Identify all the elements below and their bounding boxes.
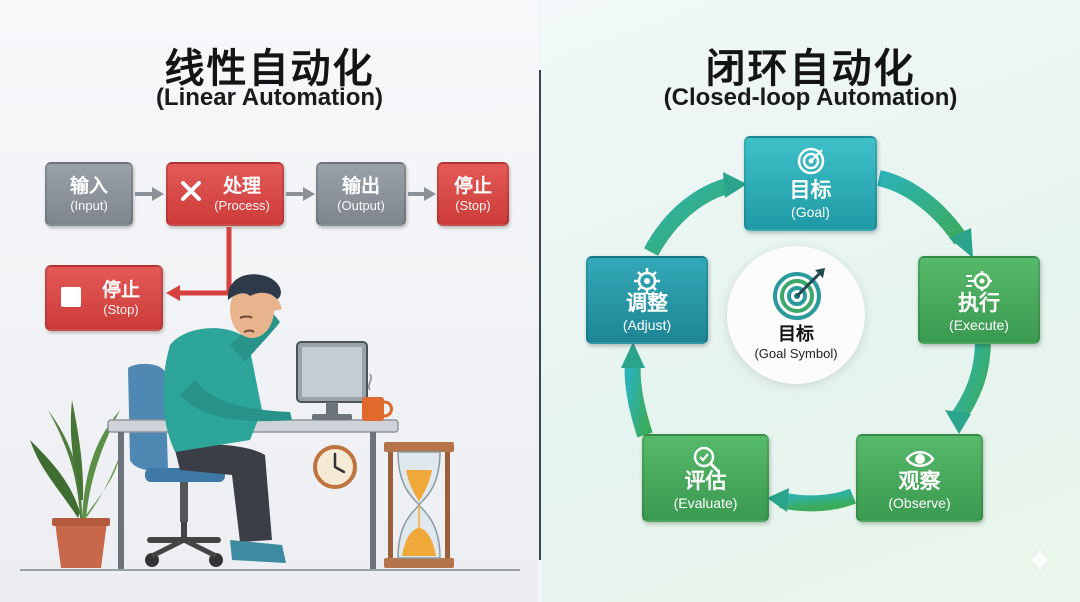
- process-label: 处理: [222, 174, 261, 197]
- frustrated-worker-illustration: [20, 274, 520, 571]
- output-sublabel: (Output): [337, 197, 385, 213]
- input-sublabel: (Input): [70, 197, 108, 213]
- stop-label: 停止: [453, 174, 492, 197]
- sparkle-icon: [1027, 547, 1053, 573]
- gears-icon: [966, 271, 992, 291]
- stop-sublabel: (Stop): [455, 197, 491, 213]
- closed-loop-title: 闭环自动化: [705, 46, 916, 92]
- hourglass-icon: [384, 442, 454, 568]
- input-box: 输入 (Input): [45, 162, 133, 226]
- output-label: 输出: [341, 174, 380, 197]
- eye-icon: [904, 451, 935, 467]
- arrow-process-output: [286, 187, 315, 201]
- linear-flow-arrows: [135, 187, 436, 301]
- output-box: 输出 (Output): [316, 162, 406, 226]
- execute-sublabel: (Execute): [949, 317, 1009, 333]
- arrow-observe-evaluate: [779, 488, 857, 512]
- panel-divider: [539, 70, 541, 560]
- process-sublabel: (Process): [214, 197, 270, 213]
- gear-icon: [634, 268, 660, 294]
- linear-automation-panel: 线性自动化 (Linear Automation) 输入 (Input) 处理 …: [0, 0, 539, 602]
- closed-loop-subtitle: (Closed-loop Automation): [663, 84, 958, 111]
- stop-box: 停止 (Stop): [437, 162, 509, 226]
- adjust-node: 调整 (Adjust): [586, 256, 708, 344]
- arrow-input-process: [135, 187, 164, 201]
- wall-clock-icon: [313, 445, 357, 489]
- observe-sublabel: (Observe): [888, 495, 951, 511]
- process-box: 处理 (Process): [166, 162, 284, 226]
- arrowhead-goal: [723, 172, 747, 198]
- adjust-label: 调整: [626, 291, 668, 315]
- execute-label: 执行: [958, 291, 1000, 315]
- arrowhead-adjust: [621, 342, 645, 368]
- linear-subtitle: (Linear Automation): [155, 84, 384, 111]
- evaluate-label: 评估: [684, 469, 727, 493]
- evaluate-sublabel: (Evaluate): [673, 495, 738, 511]
- center-goal-label: 目标: [778, 324, 814, 345]
- coffee-mug-icon: [362, 373, 393, 421]
- goal-node: 目标 (Goal): [744, 136, 877, 231]
- target-icon: [773, 268, 825, 320]
- input-label: 输入: [69, 174, 108, 197]
- goal-sublabel: (Goal): [791, 204, 830, 220]
- branch-stop-sublabel: (Stop): [103, 301, 139, 317]
- arrow-execute-observe: [949, 339, 991, 425]
- branch-stop-label: 停止: [101, 278, 140, 301]
- arrowhead-observe: [945, 410, 971, 434]
- plant-icon: [30, 400, 120, 568]
- linear-title: 线性自动化: [164, 46, 375, 92]
- arrowhead-execute: [949, 228, 973, 258]
- goal-label: 目标: [789, 178, 832, 202]
- adjust-sublabel: (Adjust): [622, 317, 672, 333]
- observe-node: 观察 (Observe): [856, 434, 983, 522]
- x-icon: [181, 181, 201, 201]
- arrow-adjust-goal: [643, 177, 734, 256]
- magnifier-check-icon: [693, 446, 719, 473]
- center-goal-sublabel: (Goal Symbol): [754, 346, 838, 361]
- chair-icon: [128, 363, 225, 567]
- arrow-goal-execute: [877, 170, 968, 245]
- execute-node: 执行 (Execute): [918, 256, 1040, 344]
- arrowhead-evaluate: [767, 488, 789, 512]
- monitor-icon: [296, 341, 368, 420]
- stop-square-icon: [61, 287, 81, 307]
- observe-label: 观察: [898, 469, 941, 493]
- target-icon: [797, 147, 824, 175]
- arrow-evaluate-adjust: [624, 359, 653, 438]
- arrow-output-stop: [408, 187, 436, 201]
- person-icon: [163, 274, 292, 563]
- branch-stop-box: 停止 (Stop): [45, 265, 163, 331]
- evaluate-node: 评估 (Evaluate): [642, 434, 769, 522]
- cycle-arrows: [621, 170, 991, 512]
- goal-symbol-circle: 目标 (Goal Symbol): [727, 246, 865, 384]
